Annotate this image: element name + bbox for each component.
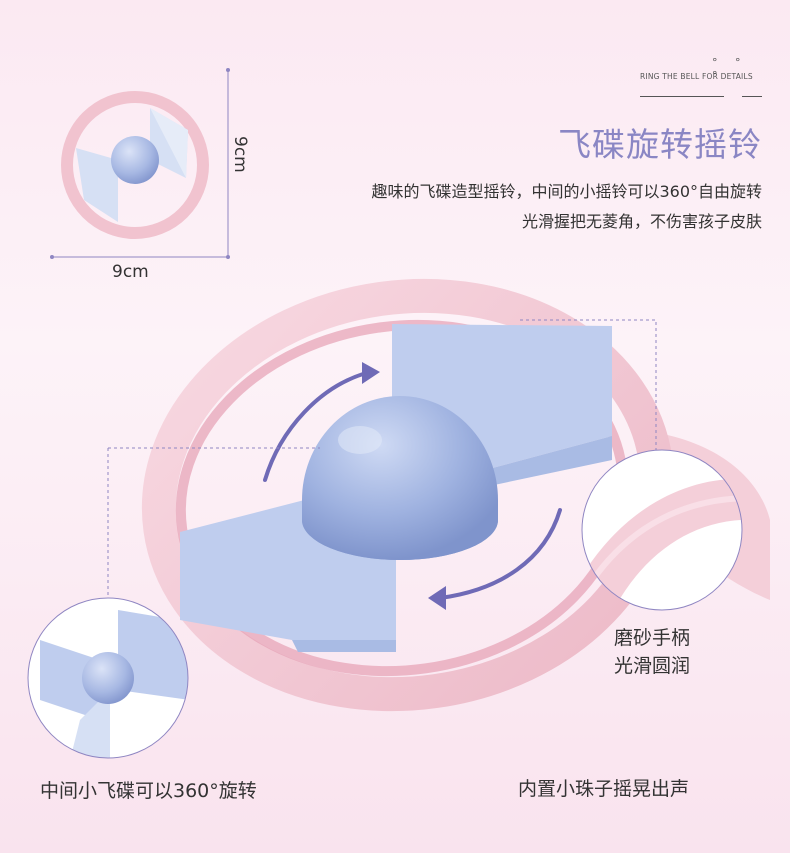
divider-line [640,96,724,97]
height-dimension-label: 9cm [230,136,250,173]
product-description-line1: 趣味的飞碟造型摇铃，中间的小摇铃可以360°自由旋转 [371,182,762,201]
bead-callout: 内置小珠子摇晃出声 [518,778,690,800]
divider-line-short [742,96,762,97]
spin-callout: 中间小飞碟可以360°旋转 [40,780,257,802]
product-title: 飞碟旋转摇铃 [558,125,762,164]
decorative-dots: ° ° ° [712,56,748,82]
detail-circle-spin [27,597,189,759]
tagline: RING THE BELL FOR DETAILS [640,72,753,81]
width-dimension-label: 9cm [112,262,149,282]
leader-lines [107,319,657,600]
handle-callout-line2: 光滑圆润 [614,655,691,677]
handle-callout-line1: 磨砂手柄 [614,627,691,649]
product-thumbnail [50,68,230,259]
handle-callout: 磨砂手柄 光滑圆润 [614,624,690,680]
product-description-line2: 光滑握把无菱角，不伤害孩子皮肤 [521,212,762,231]
